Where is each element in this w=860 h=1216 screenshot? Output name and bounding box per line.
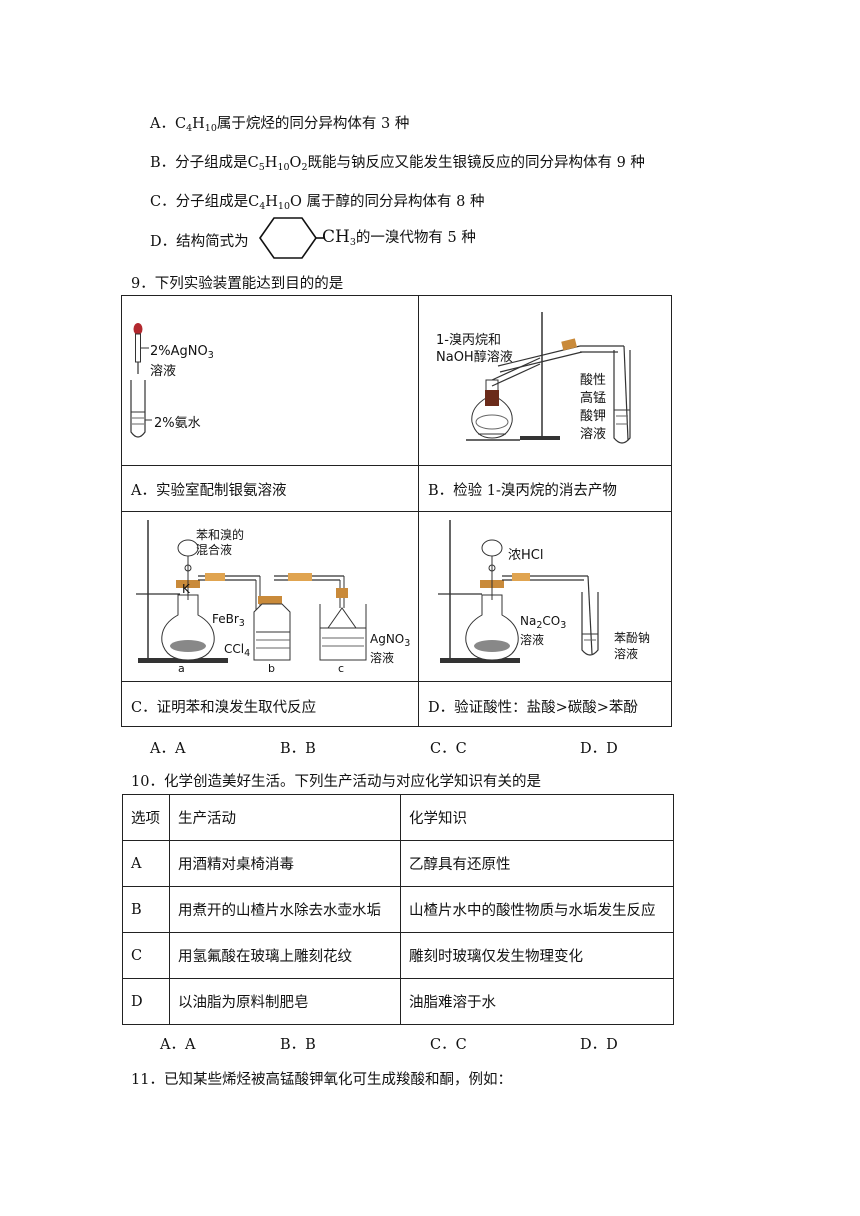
row-option: C [122,932,170,979]
panel-c-caption: C．证明苯和溴发生取代反应 [131,700,317,716]
header-option: 选项 [122,794,170,841]
q9-answer-c: C．C [430,741,467,757]
apparatus-b-icon [466,312,631,444]
flask-a-label: a [178,662,185,675]
panel-d-phenolate: 苯酚钠溶液 [614,631,651,661]
q10-answer-c: C．C [430,1037,467,1053]
row-knowledge: 油脂难溶于水 [400,978,674,1025]
q10-answer-d: D．D [580,1037,618,1053]
row-activity: 用氢氟酸在玻璃上雕刻花纹 [169,932,401,979]
table-header-row: 选项 生产活动 化学知识 [122,794,674,841]
q8-option-b: B．分子组成是C5H10O2既能与钠反应又能发生银镜反应的同分异构体有 9 种 [150,155,645,173]
q9-answer-d: D．D [580,741,618,757]
table-row: D 以油脂为原料制肥皂 油脂难溶于水 [122,978,674,1025]
q10-answer-a: A．A [160,1037,196,1053]
q9-stem: 9．下列实验装置能达到目的的是 [131,276,344,292]
panel-d-caption: D．验证酸性：盐酸>碳酸>苯酚 [428,700,638,716]
test-tube-a-icon [130,347,152,438]
q8-option-c: C．分子组成是C4H10O 属于醇的同分异构体有 8 种 [150,194,485,212]
table-row: A 用酒精对桌椅消毒 乙醇具有还原性 [122,840,674,887]
row-activity: 用酒精对桌椅消毒 [169,840,401,887]
row-knowledge: 山楂片水中的酸性物质与水垢发生反应 [400,886,674,933]
panel-a-reagent2: 2%氨水 [154,416,201,431]
panel-c-valve: K [182,582,190,596]
row-activity: 以油脂为原料制肥皂 [169,978,401,1025]
header-activity: 生产活动 [169,794,401,841]
row-option: A [122,840,170,887]
row-option: B [122,886,170,933]
q9-answer-a: A．A [150,741,186,757]
q10-answer-b: B．B [280,1037,316,1053]
q9-answer-b: B．B [280,741,316,757]
table-row: B 用煮开的山楂片水除去水壶水垢 山楂片水中的酸性物质与水垢发生反应 [122,886,674,933]
flask-c-label: c [338,662,345,675]
panel-c-solvent: CCl4 [224,642,251,659]
row-knowledge: 雕刻时玻璃仅发生物理变化 [400,932,674,979]
q11-stem: 11．已知某些烯烃被高锰酸钾氧化可生成羧酸和酮，例如： [131,1072,512,1088]
panel-c-catalyst: FeBr3 [212,612,245,629]
panel-b-reagent2: 酸性高锰酸钾溶液 [580,373,607,442]
row-activity: 用煮开的山楂片水除去水壶水垢 [169,886,401,933]
flask-b-label: b [268,662,275,675]
q10-table: 选项 生产活动 化学知识 A 用酒精对桌椅消毒 乙醇具有还原性 B 用煮开的山楂… [122,794,674,1025]
panel-b-caption: B．检验 1-溴丙烷的消去产物 [428,483,617,499]
panel-d-acid: 浓HCl [508,548,544,563]
row-knowledge: 乙醇具有还原性 [400,840,674,887]
q10-stem: 10．化学创造美好生活。下列生产活动与对应化学知识有关的是 [131,774,541,790]
apparatus-d-icon [438,520,599,663]
cyclohexane-structure [259,217,324,259]
header-knowledge: 化学知识 [400,794,674,841]
q8-option-d-rest: CH3的一溴代物有 5 种 [322,227,476,248]
panel-a-caption: A．实验室配制银氨溶液 [131,483,287,499]
row-option: D [122,978,170,1025]
table-row: C 用氢氟酸在玻璃上雕刻花纹 雕刻时玻璃仅发生物理变化 [122,932,674,979]
q8-option-d: D．结构简式为 [150,234,249,250]
apparatus-c-icon [136,520,367,663]
panel-c-mixture: 苯和溴的混合液 [196,528,245,557]
q8-option-a: A．C4H10属于烷烃的同分异构体有 3 种 [150,116,410,134]
dropper-icon [133,323,143,374]
